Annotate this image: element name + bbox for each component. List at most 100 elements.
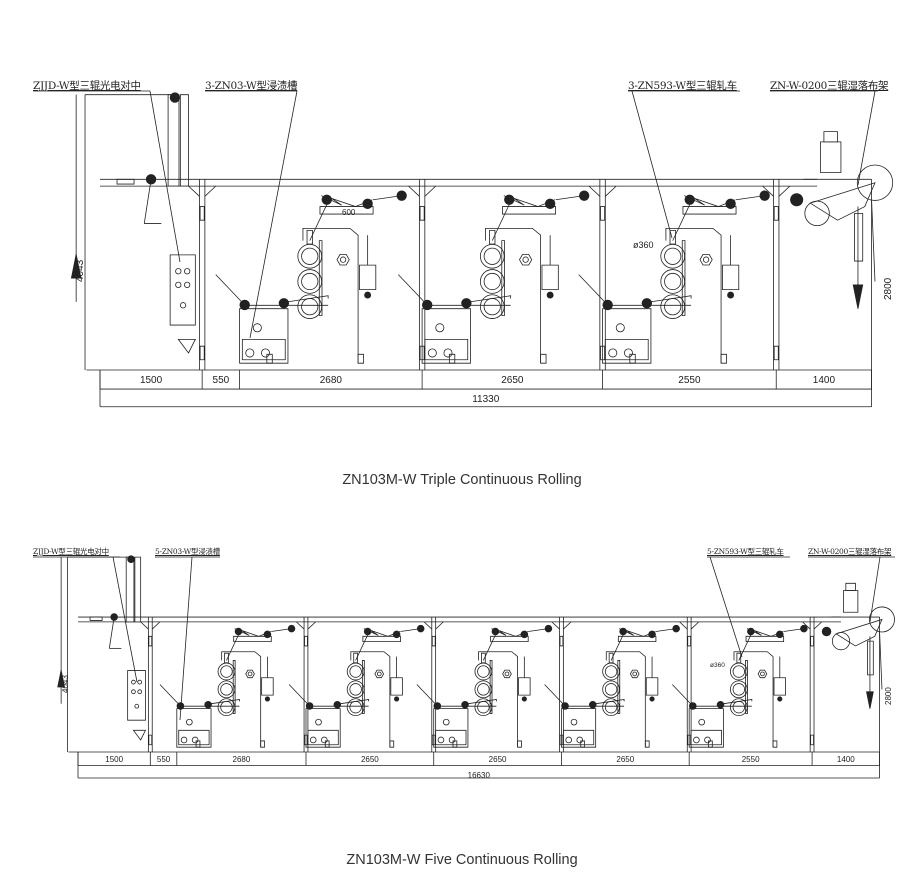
- controller-knob: [184, 269, 189, 274]
- hex-gear-center: [523, 257, 528, 262]
- motor-cap: [824, 132, 838, 142]
- frame-post: [296, 617, 315, 752]
- post-brace: [205, 186, 216, 196]
- padder-frame: [734, 652, 773, 747]
- hex-gear-center: [703, 257, 708, 262]
- cloth-path: [784, 629, 804, 632]
- foot: [721, 354, 726, 363]
- plaiting-rod: [868, 641, 874, 675]
- squeeze-roll: [462, 701, 469, 708]
- padder-module: [417, 625, 552, 747]
- padder-roll-core: [733, 701, 745, 713]
- padder-roll-core: [484, 298, 500, 314]
- controller-knob: [132, 690, 136, 694]
- post-bracket: [200, 346, 204, 360]
- tank-roller: [321, 737, 327, 743]
- batching-frame: [791, 132, 893, 370]
- hex-gear-center: [340, 257, 345, 262]
- side-bar: [319, 241, 322, 316]
- tank-roller: [577, 737, 583, 743]
- post-bracket: [305, 636, 308, 646]
- air-cylinder: [774, 678, 786, 695]
- padder-roll-core: [605, 684, 617, 696]
- padder-frame: [606, 652, 645, 747]
- upper-guide-roll: [235, 628, 242, 635]
- cloth-path: [373, 196, 402, 200]
- callout-wet-batching-frame: ZN-W-0200三辊湿落布架: [808, 547, 892, 556]
- hex-gear-center: [505, 672, 509, 676]
- post-brace: [308, 622, 316, 629]
- swing-arm: [836, 619, 882, 646]
- squeeze-roll: [334, 701, 341, 708]
- height-dimension-right: 2800: [883, 277, 894, 300]
- side-bar: [502, 241, 505, 316]
- padder-roll-core: [665, 273, 681, 289]
- upper-guide-roll: [545, 199, 555, 209]
- cloth-path: [417, 685, 437, 706]
- pressure-head: [609, 653, 613, 663]
- upper-guide-frame: [746, 636, 784, 641]
- callout-three-roll-padder: 5-ZN593-W型三辊轧车: [707, 547, 784, 556]
- leader-line: [858, 91, 875, 185]
- leader-line: [250, 91, 297, 338]
- tank-roller: [624, 349, 632, 357]
- upper-guide-frame: [502, 207, 555, 214]
- foot: [390, 741, 394, 747]
- padder-frame: [666, 228, 721, 363]
- padder-module: [672, 625, 807, 747]
- cloth-plate: [467, 699, 496, 703]
- hex-gear: [337, 254, 349, 265]
- tank-roller: [699, 719, 705, 725]
- dimension-chain: [78, 752, 880, 778]
- padder-roll-core: [302, 248, 318, 264]
- post-bracket: [688, 636, 691, 646]
- side-bar: [618, 660, 620, 713]
- post-bracket: [432, 636, 435, 646]
- batch-roll: [869, 607, 894, 632]
- upper-guide-frame: [683, 207, 736, 214]
- foot: [325, 741, 329, 747]
- segment-dimension: 1400: [812, 375, 836, 386]
- cloth-path: [611, 635, 623, 661]
- callout-centering-device: ZJJD-W型三辊光电对中: [33, 547, 109, 556]
- impregnation-tank: [240, 309, 288, 363]
- cloth-path: [739, 635, 751, 661]
- segment-dimension: 2550: [678, 375, 701, 386]
- impregnation-tank: [306, 709, 340, 748]
- padder-frame: [479, 652, 518, 747]
- cloth-path: [672, 685, 692, 706]
- padder-frame: [222, 652, 261, 747]
- tank-roller: [616, 324, 624, 332]
- frame-post: [589, 179, 616, 370]
- post-brace: [436, 622, 444, 629]
- dimension-chain: [100, 370, 872, 407]
- controller-knob: [176, 269, 181, 274]
- cloth-path: [400, 629, 420, 632]
- foot: [518, 741, 522, 747]
- roll-diameter-note: ø360: [710, 662, 725, 669]
- tank-roller: [449, 737, 455, 743]
- padder-module: [579, 191, 770, 363]
- height-dimension-left: 4043: [61, 675, 70, 693]
- tank-inner: [179, 730, 209, 744]
- leader-line: [632, 91, 672, 238]
- squeeze-roll: [717, 701, 724, 708]
- upper-guide-roll: [322, 195, 332, 205]
- sensor-rod: [144, 179, 151, 223]
- tank-inner: [691, 730, 721, 744]
- top-pulley: [170, 93, 180, 103]
- controller-knob: [184, 282, 189, 287]
- controller-knob: [180, 303, 185, 308]
- tank-roller: [443, 719, 449, 725]
- tank-inner: [425, 339, 468, 359]
- total-length-dimension: 11330: [472, 394, 500, 405]
- padder-roll-core: [665, 298, 681, 314]
- air-cylinder: [722, 265, 738, 290]
- hex-gear-center: [377, 672, 381, 676]
- callout-impregnation-tank: 5-ZN03-W型浸渍槽: [155, 547, 220, 556]
- upper-guide-roll: [620, 628, 627, 635]
- upper-guide-roll: [393, 631, 400, 638]
- cloth-path: [271, 629, 291, 632]
